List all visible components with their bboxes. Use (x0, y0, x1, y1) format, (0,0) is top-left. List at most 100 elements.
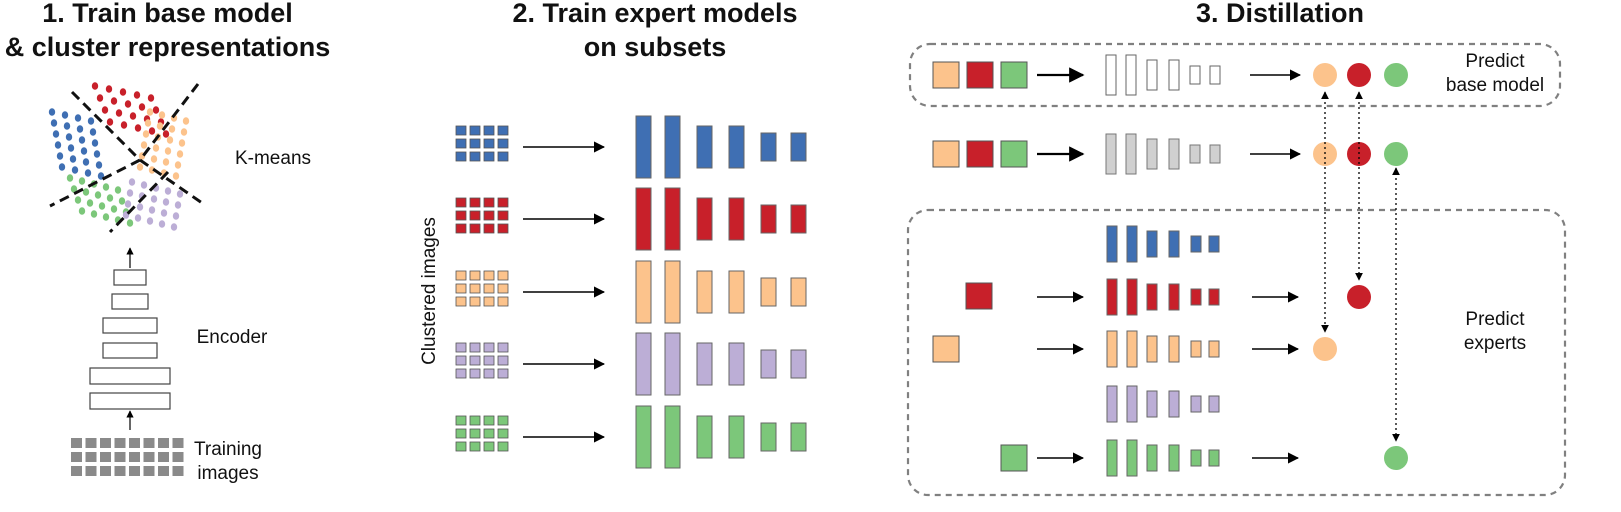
cluster-image-tile-blue (497, 138, 509, 149)
student-layer (1189, 144, 1201, 164)
predict-experts-label: Predict experts (1420, 308, 1570, 356)
kmeans-dot-green (66, 174, 74, 182)
kmeans-dot-red (138, 103, 146, 111)
kmeans-dot-orange (150, 155, 158, 163)
kmeans-dot-purple (146, 217, 154, 225)
kmeans-dot-orange (142, 130, 150, 138)
cluster-image-tile-orange (469, 270, 481, 281)
training-images-grid (71, 438, 184, 476)
training-image-tile (172, 466, 184, 476)
kmeans-dot-purple (128, 178, 136, 186)
training-image-tile (158, 452, 169, 462)
kmeans-dot-orange (158, 111, 166, 119)
kmeans-dot-green (102, 213, 110, 221)
cluster-image-tile-purple (469, 342, 481, 353)
training-image-tile (100, 438, 111, 448)
training-images-label: Training images (178, 438, 278, 486)
cluster-image-tile-green (469, 441, 481, 452)
kmeans-dot-green (74, 196, 82, 204)
cluster-image-tile-blue (483, 138, 495, 149)
kmeans-dot-green (118, 197, 126, 205)
student-layer (1125, 133, 1137, 175)
distill-expert-layer-red (1190, 288, 1202, 306)
kmeans-dot-red (115, 109, 123, 117)
distill-expert-layer-red (1208, 288, 1220, 306)
expert-layer-red (760, 204, 777, 234)
section3-title: 3. Distillation (1130, 0, 1430, 30)
cluster-image-tile-purple (483, 368, 495, 379)
kmeans-dot-blue (82, 158, 90, 166)
cluster-image-tile-orange (455, 296, 467, 307)
kmeans-dot-red (119, 88, 127, 96)
kmeans-dot-orange (148, 166, 156, 174)
kmeans-dot-orange (162, 158, 170, 166)
expert-layer-orange (664, 260, 681, 324)
cluster-image-tile-orange (455, 283, 467, 294)
cluster-image-tile-red (497, 210, 509, 221)
training-image-tile (100, 452, 111, 462)
kmeans-dot-red (91, 82, 99, 90)
training-label-line2: images (197, 463, 259, 484)
distill-expert-layer-blue (1126, 225, 1138, 263)
kmeans-dot-red (101, 106, 109, 114)
predict-base-line1: Predict (1465, 51, 1525, 72)
expert-layer-orange (635, 260, 652, 324)
kmeans-dot-blue (63, 122, 71, 130)
kmeans-dot-red (152, 106, 160, 114)
section3-title-line1: 3. Distillation (1195, 0, 1365, 28)
training-image-tile (172, 438, 184, 448)
expert-layer-purple (664, 332, 681, 396)
expert-layer-green (635, 405, 652, 469)
section2-title-line1: 2. Train expert models (512, 0, 798, 28)
distill-expert-layer-orange (1208, 340, 1220, 358)
base-model-layer (1189, 65, 1201, 85)
cluster-image-tile-orange (497, 270, 509, 281)
training-image-tile (143, 452, 155, 462)
cluster-image-tile-red (497, 197, 509, 208)
training-image-tile (71, 438, 82, 448)
expert-layer-green (760, 422, 777, 452)
kmeans-label: K-means (234, 148, 312, 169)
base-input-square (1000, 61, 1028, 89)
cluster-image-tile-purple (469, 355, 481, 366)
distill-expert-layer-green (1208, 449, 1220, 467)
expert-layer-purple (696, 342, 713, 386)
distill-expert-layer-purple (1190, 395, 1202, 413)
distill-expert-layer-purple (1208, 395, 1220, 413)
kmeans-dot-red (110, 97, 118, 105)
distill-expert-layer-purple (1106, 385, 1118, 423)
kmeans-dot-blue (54, 141, 62, 149)
training-image-tile (158, 466, 169, 476)
cluster-image-tile-red (483, 223, 495, 234)
cluster-image-tile-purple (455, 355, 467, 366)
expert-layer-orange (760, 277, 777, 307)
distill-expert-layer-green (1146, 444, 1158, 472)
kmeans-dot-green (98, 202, 106, 210)
training-image-tile (143, 438, 155, 448)
expert-layer-green (790, 422, 807, 452)
cluster-image-tile-red (469, 223, 481, 234)
training-image-tile (71, 466, 82, 476)
distill-expert-layer-blue (1106, 225, 1118, 263)
training-image-tile (172, 452, 184, 462)
training-image-tile (85, 452, 97, 462)
section1-title: 1. Train base model & cluster representa… (0, 0, 335, 64)
kmeans-dot-blue (74, 114, 82, 122)
cluster-image-tile-red (483, 197, 495, 208)
kmeans-dot-green (110, 205, 118, 213)
distill-expert-layer-blue (1146, 230, 1158, 258)
expert-layer-green (696, 415, 713, 459)
cluster-image-tile-blue (455, 138, 467, 149)
expert-layer-orange (728, 270, 745, 314)
distill-expert-layer-orange (1168, 335, 1180, 363)
distill-expert-layer-purple (1126, 385, 1138, 423)
expert-layer-orange (696, 270, 713, 314)
cluster-image-tile-orange (483, 296, 495, 307)
training-image-tile (158, 438, 169, 448)
kmeans-dot-orange (164, 147, 172, 155)
distill-expert-layer-orange (1146, 335, 1158, 363)
base-model-layer (1209, 65, 1221, 85)
kmeans-dot-green (94, 191, 102, 199)
training-image-tile (85, 438, 97, 448)
kmeans-boundary (70, 90, 142, 162)
